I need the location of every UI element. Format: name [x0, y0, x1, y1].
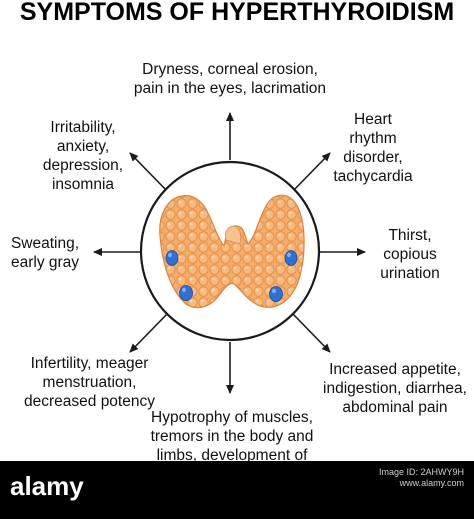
thyroid-gland-illustration: [159, 194, 305, 309]
symptom-arrows: [93, 112, 366, 394]
label-infertility: Infertility, meager menstruation, decrea…: [24, 355, 155, 410]
watermark-image-id: Image ID: 2AHWY9H www.alamy.com: [378, 467, 464, 488]
label-irritability: Irritability, anxiety, depression, insom…: [42, 119, 124, 193]
arrow-upper-left: [129, 152, 169, 193]
diagram-title: SYMPTOMS OF HYPERTHYROIDISM: [19, 0, 455, 26]
thyroid-gland-icon: [159, 194, 305, 309]
label-sweating: Sweating, early gray: [10, 235, 80, 271]
parathyroid-lower-right-icon: [269, 286, 283, 302]
arrow-upper-right: [291, 152, 331, 193]
parathyroid-upper-left-icon: [165, 250, 179, 266]
label-heart: Heart rhythm disorder, tachycardia: [333, 111, 413, 185]
label-eyes: Dryness, corneal erosion, pain in the ey…: [133, 61, 327, 97]
parathyroid-upper-right-icon: [284, 250, 298, 266]
arrow-lower-left: [129, 312, 169, 353]
arrow-lower-right: [291, 312, 331, 353]
parathyroid-lower-left-icon: [179, 285, 193, 301]
label-thirst: Thirst, copious urination: [380, 227, 440, 282]
watermark-bar: alamy Image ID: 2AHWY9H www.alamy.com: [0, 461, 474, 519]
watermark-logo: alamy: [10, 471, 84, 501]
label-appetite: Increased appetite, indigestion, diarrhe…: [323, 361, 467, 416]
